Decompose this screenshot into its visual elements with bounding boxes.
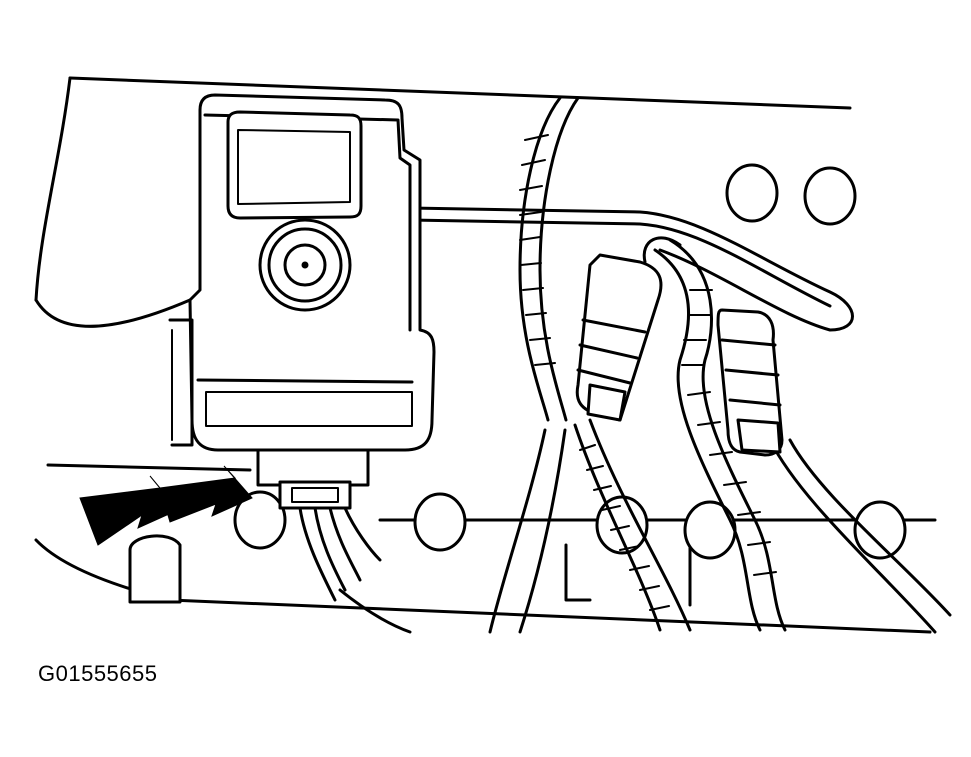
body-panel (34, 76, 937, 634)
arrow-right (159, 465, 253, 523)
lower-bracket (128, 534, 692, 607)
wire-harness-lower (488, 418, 692, 634)
module-wires (298, 506, 412, 634)
pointer-arrows (79, 465, 253, 546)
connector-right (716, 308, 784, 457)
arrow-left (79, 475, 179, 546)
sensor-module (168, 93, 436, 510)
connector-left (575, 253, 663, 422)
wire-harness-left (518, 96, 580, 422)
panel-holes (233, 163, 907, 560)
figure-code: G01555655 (38, 661, 158, 686)
wire-harness-right (642, 236, 952, 634)
